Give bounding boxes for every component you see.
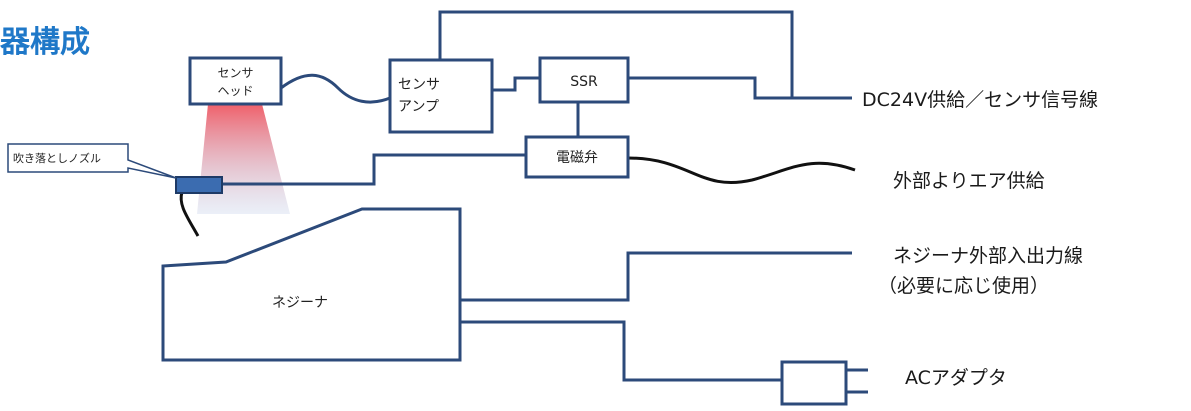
ssr-to-dc24v-wire bbox=[628, 76, 792, 100]
ac-adapter-box bbox=[780, 360, 848, 406]
diagram-title: 器構成 bbox=[0, 25, 90, 60]
air-supply-label: 外部よりエア供給 bbox=[893, 170, 1045, 192]
screw-feeder-body bbox=[161, 207, 462, 362]
ac-adapter-label: ACアダプタ bbox=[905, 367, 1007, 389]
ac-plug-prongs bbox=[846, 368, 868, 394]
sensor-head-label-2: ヘッド bbox=[217, 84, 253, 98]
dc24v-label: DC24V供給／センサ信号線 bbox=[862, 89, 1098, 111]
io-note-label: （必要に応じ使用） bbox=[878, 275, 1049, 297]
sensor-amp-box bbox=[388, 58, 494, 134]
amp-to-ssr-wire bbox=[492, 76, 540, 92]
dc24v-top-wire bbox=[438, 10, 852, 100]
sensor-head-box bbox=[188, 56, 283, 106]
air-supply-hose bbox=[627, 156, 856, 185]
ac-wire bbox=[460, 320, 782, 382]
sensor-head-label-1: センサ bbox=[217, 66, 253, 80]
sensor-amp-label-1: センサ bbox=[398, 77, 440, 93]
ssr-box bbox=[538, 56, 630, 104]
nozzle-label: 吹き落としノズル bbox=[13, 151, 101, 165]
solenoid-valve-box bbox=[524, 135, 630, 179]
valve-to-nozzle-wire bbox=[222, 153, 526, 186]
screw-feeder-label: ネジーナ bbox=[272, 295, 328, 311]
sensor-cable bbox=[280, 73, 391, 104]
nozzle-body bbox=[175, 176, 223, 194]
io-wire bbox=[460, 251, 852, 302]
nozzle-callout bbox=[7, 143, 177, 179]
ssr-label: SSR bbox=[570, 74, 598, 90]
sensor-beam bbox=[197, 104, 290, 214]
nozzle-tube bbox=[179, 191, 200, 237]
io-line-label: ネジーナ外部入出力線 bbox=[893, 245, 1083, 267]
sensor-amp-label-2: アンプ bbox=[398, 99, 439, 115]
solenoid-valve-label: 電磁弁 bbox=[556, 150, 598, 166]
